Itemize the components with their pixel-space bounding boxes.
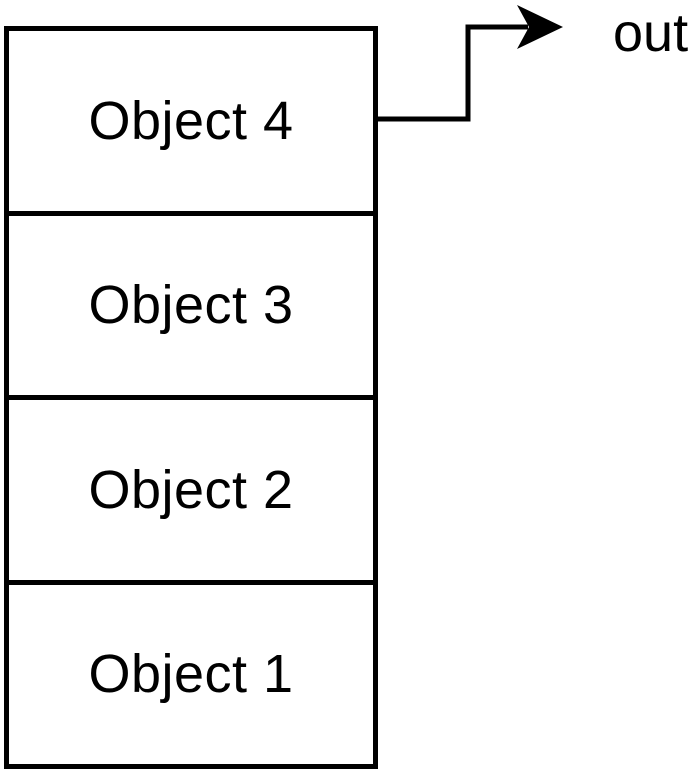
out-arrow [378, 5, 563, 122]
out-arrow-line [378, 24, 528, 122]
stack-item: Object 3 [9, 210, 373, 396]
stack-container: Object 4 Object 3 Object 2 Object 1 [4, 26, 378, 769]
stack-item: Object 1 [9, 579, 373, 765]
stack-item-label: Object 3 [88, 275, 294, 336]
stack-item: Object 2 [9, 395, 373, 580]
arrowhead-icon [517, 5, 563, 49]
stack-item-label: Object 1 [88, 644, 294, 705]
stack-item-label: Object 4 [88, 90, 294, 151]
out-label: out [613, 3, 689, 63]
stack-item: Object 4 [9, 31, 373, 211]
stack-item-label: Object 2 [88, 459, 294, 520]
